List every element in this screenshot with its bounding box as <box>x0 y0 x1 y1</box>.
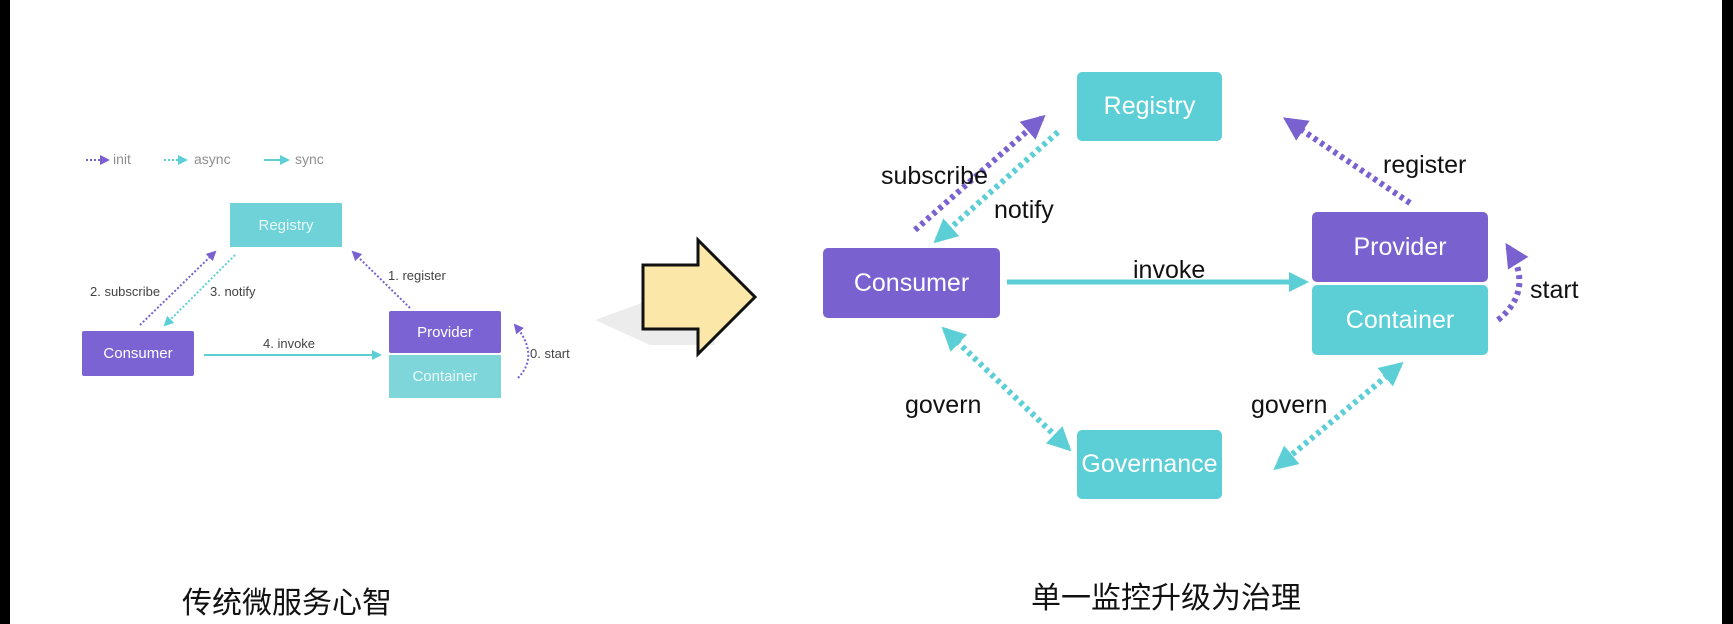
right-governance-node: Governance <box>1077 430 1222 499</box>
left-consumer-node: Consumer <box>82 331 194 376</box>
slide: init async sync Registry Consumer Provid… <box>10 0 1722 624</box>
right-provider-node: Provider <box>1312 212 1488 282</box>
right-notify-label: notify <box>994 196 1054 224</box>
right-arrow <box>641 236 758 358</box>
diagram-edges <box>86 114 1529 471</box>
right-govern-left-label: govern <box>905 391 982 419</box>
left-provider-node: Provider <box>389 311 501 353</box>
left-subscribe-label: 2. subscribe <box>90 284 161 299</box>
right-subscribe-label: subscribe <box>881 162 988 190</box>
left-notify-label: 3. notify <box>210 284 256 299</box>
right-invoke-label: invoke <box>1133 256 1206 284</box>
right-caption: 单一监控升级为治理 <box>1031 581 1301 616</box>
right-start-edge <box>1496 242 1529 323</box>
right-registry-node: Registry <box>1077 72 1222 141</box>
right-start-label: start <box>1530 276 1579 304</box>
right-consumer-node: Consumer <box>823 248 1000 318</box>
right-notify-edge <box>933 129 1060 244</box>
left-register-label: 1. register <box>388 268 446 283</box>
right-govern-left-edge <box>941 326 1072 452</box>
legend-async-label: async <box>194 151 231 167</box>
right-register-edge <box>1283 117 1412 206</box>
left-invoke-label: 4. invoke <box>263 336 316 351</box>
left-register-edge <box>351 250 411 309</box>
left-start-edge <box>513 323 530 379</box>
left-start-label: 0. start <box>530 346 570 361</box>
legend-init-label: init <box>113 151 131 167</box>
right-govern-right-label: govern <box>1251 391 1328 419</box>
left-container-node: Container <box>389 355 501 398</box>
left-registry-node: Registry <box>230 203 342 247</box>
left-caption: 传统微服务心智 <box>182 586 392 621</box>
left-notify-edge <box>163 254 236 327</box>
legend-sync-label: sync <box>295 151 324 167</box>
right-govern-right-edge <box>1273 361 1404 471</box>
right-container-node: Container <box>1312 285 1488 355</box>
right-register-label: register <box>1383 151 1467 179</box>
left-subscribe-edge <box>139 250 217 326</box>
